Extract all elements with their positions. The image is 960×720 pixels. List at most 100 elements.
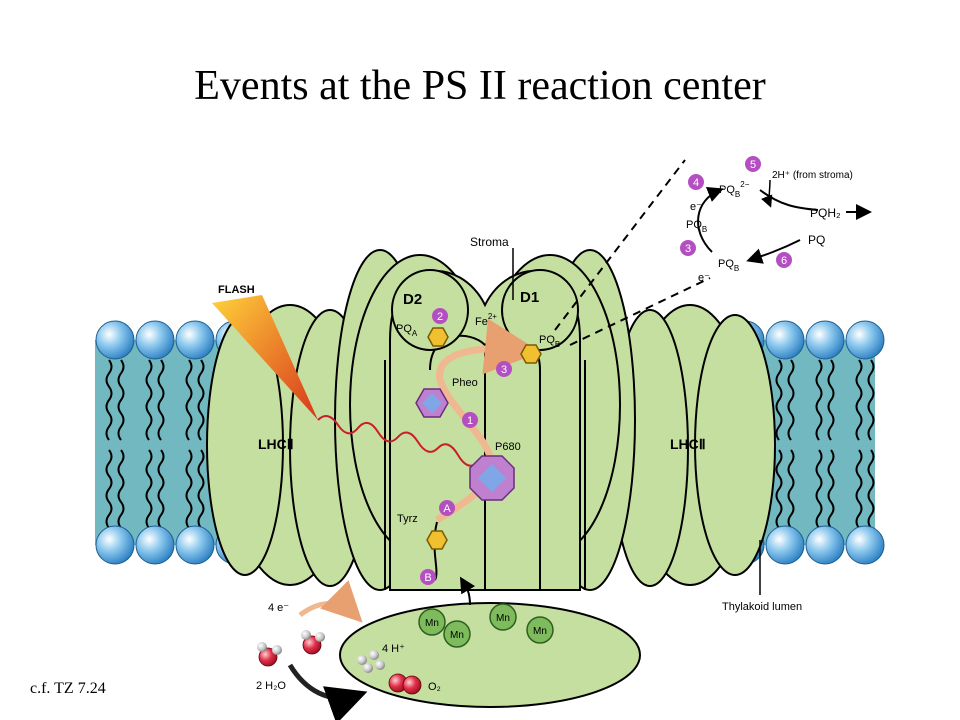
water-molecule-1 [257,642,282,667]
mn-atom-2: Mn [443,620,471,648]
zoom-line-upper [554,159,686,331]
cycle-pqb2: PQB2− [719,180,750,199]
cycle-arrow-pqh2 [759,189,819,211]
cycle-pqb-radical: PQB [686,219,707,234]
svg-text:3: 3 [501,364,507,376]
water-to-oxygen-arrow [287,663,368,720]
step-badge-1: 1 [462,412,478,428]
water-molecule-2 [301,630,325,655]
d2-label: D2 [403,291,422,308]
zoom-line-lower [569,277,711,346]
svg-text:A: A [443,503,451,515]
svg-text:4: 4 [693,177,699,189]
svg-text:Mn: Mn [496,613,510,624]
pqa-label: PQA [396,323,418,338]
d1-label: D1 [520,289,539,306]
lipid-head [95,525,135,565]
pqb-quinone [520,344,542,364]
lipid-tail [855,359,863,441]
oxygen-molecule [388,673,422,695]
svg-text:B: B [424,572,431,584]
lhc-left-label: LHCⅡ [258,436,294,452]
lipid-tail [117,449,125,529]
lipid-tail [185,449,193,529]
lipid-tail [787,449,795,529]
photon-wave [317,415,479,467]
lipid-tail [185,359,193,441]
thylakoid-lumen-label: Thylakoid lumen [722,601,802,613]
lipid-tail [815,359,823,441]
mn-atom-1: Mn [418,608,446,636]
lipid-head [805,525,845,565]
step-badge-4: 4 [688,174,704,190]
svg-text:6: 6 [781,255,787,267]
tyrz-label: Tyrz [397,513,418,525]
protons-label: 4 H⁺ [382,643,405,655]
lhc-right-label: LHCⅡ [670,436,706,452]
lipid-head [765,525,805,565]
lipid-tail [145,449,153,529]
step-badge-3: 3 [496,361,512,377]
lipid-head [95,320,135,360]
step-badge-6: 6 [776,252,792,268]
lipid-head [175,525,215,565]
mn-atom-4: Mn [526,616,554,644]
proton-cluster [357,650,385,673]
step-badge-a: A [439,500,455,516]
mn-to-tyrz-arrow [459,576,476,606]
cycle-arc-left [697,187,724,253]
lipid-tail [197,359,205,441]
lipid-head [175,320,215,360]
lipid-tail [105,449,113,529]
svg-text:5: 5 [750,159,756,171]
electrons-label: 4 e⁻ [268,602,289,614]
lipid-head [845,320,885,360]
lipid-tail [827,359,835,441]
lipid-head [805,320,845,360]
cycle-electron-bottom: e⁻ [698,272,710,284]
cycle-pqb: PQB [718,258,739,273]
lipid-tail [197,449,205,529]
svg-text:1: 1 [467,415,473,427]
mn-atom-3: Mn [489,603,517,631]
lipid-tail [157,449,165,529]
svg-text:2: 2 [437,311,443,323]
lipid-tail [775,449,783,529]
fe-label: Fe2+ [475,312,497,328]
stroma-label: Stroma [470,235,509,249]
cycle-pqh2: PQH₂ [810,206,841,220]
pheo-label: Pheo [452,377,478,389]
lipid-tail [855,449,863,529]
tyrz-residue [426,530,448,550]
svg-text:3: 3 [685,243,691,255]
flash-light-cone [212,295,318,420]
protons-arrow [761,179,773,208]
lipid-tail [867,449,875,529]
ps2-core-complex [334,249,636,591]
electron-transfer-arrow [298,580,363,623]
oxygen-label: O₂ [428,681,441,693]
figure-citation: c.f. TZ 7.24 [30,680,106,697]
lipid-tail [867,359,875,441]
p680-pigment [469,455,515,501]
svg-text:Mn: Mn [450,630,464,641]
pqa-quinone [427,327,449,347]
pqb-label: PQB [539,334,560,349]
lhc-right-complex [611,304,776,587]
pheophytin-pigment [415,388,449,418]
lipid-head [135,525,175,565]
cycle-protons: 2H⁺ (from stroma) [772,170,853,181]
lipid-tail [117,359,125,441]
slide-title: Events at the PS II reaction center [194,63,766,109]
lipid-tail [827,449,835,529]
lipid-tail [787,359,795,441]
lipid-head [135,320,175,360]
lipid-tail [157,359,165,441]
step-badge-3-cycle: 3 [680,240,696,256]
svg-text:Mn: Mn [425,618,439,629]
lipid-head [765,320,805,360]
step-badge-2: 2 [432,308,448,324]
step-badge-5: 5 [745,156,761,172]
lipid-tail [105,359,113,441]
